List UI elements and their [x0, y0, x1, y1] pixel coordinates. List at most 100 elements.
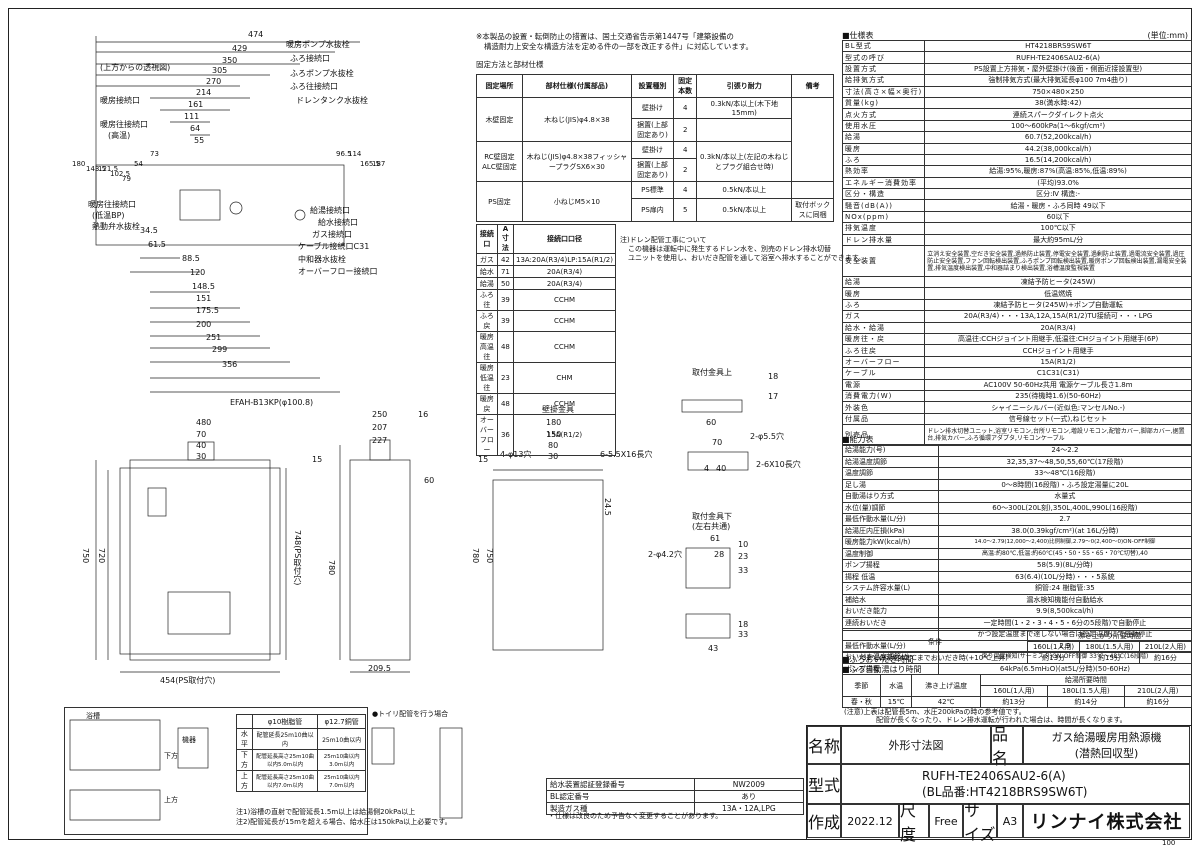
table-row: 最低作動水量(L/分)2.7	[842, 513, 1193, 526]
technical-drawing	[69, 36, 749, 821]
ld-148: 148.5	[192, 282, 215, 291]
ld-34: 34.5	[140, 226, 158, 235]
ld-61: 61.5	[148, 240, 166, 249]
dim-64: 64	[190, 124, 201, 133]
product-name: ガス給湯暖房用熱源機 (潜熱回収型)	[1023, 726, 1190, 764]
dim-474: 474	[248, 30, 264, 39]
label-overflow-conn: オーバーフロー接続口	[298, 267, 378, 276]
front-sub-70: 70	[196, 430, 207, 439]
side-780: 780	[327, 560, 336, 576]
label-heating-supply-low: 暖房往接続口	[88, 200, 136, 209]
dim-214: 214	[196, 88, 212, 97]
left-dim-79: 79	[122, 175, 131, 183]
fix-head: 引張り耐力	[696, 74, 793, 98]
front-height-748: 748(PS取付穴)	[293, 530, 302, 586]
fix-head: 部材仕様(付属部品)	[521, 74, 632, 98]
table-row: 暖房往・戻高温往:CCHジョイント用継手,低温往:CHジョイント用継手(6P)	[841, 332, 1192, 346]
created-label: 作成	[807, 804, 841, 838]
table-row: 安全装置立消え安全装置,空だき安全装置,過熱防止装置,停電安全装置,過剰防止装置…	[841, 245, 1192, 278]
table-row: 暖房低温燃焼	[841, 287, 1192, 300]
model-label: 型式	[807, 764, 841, 804]
bracket-top-title: 取付金具上	[692, 368, 732, 377]
label-heating-supply: 暖房往接続口	[100, 120, 148, 129]
front-height-720: 720	[97, 548, 106, 564]
fix-head: 固定本数	[673, 74, 698, 98]
label-cable-conn: ケーブル接続口C31	[298, 242, 370, 251]
label-water-supply-conn: 給水接続口	[318, 218, 358, 227]
bb-33a: 33	[738, 566, 749, 575]
ld-251: 251	[206, 333, 222, 342]
dim-111: 111	[184, 112, 200, 121]
side-depth: 60	[424, 476, 435, 485]
pipe-note-1: 注1)浴槽の直射で配管延長1.5m以上は給湯側20kPa以上	[236, 808, 416, 816]
fill-note-2: 配管が長くなったり、ドレン排水運転が行われた場合は、時間が長くなります。	[876, 716, 1127, 724]
bt-slots: 2-6X10長穴	[756, 460, 801, 469]
side-207: 207	[372, 423, 388, 432]
label-high-temp: (高温)	[108, 131, 131, 140]
title-block: 名称 外形寸法図 品名 ガス給湯暖房用熱源機 (潜熱回収型) 型式 RUFH-T…	[806, 725, 1192, 844]
ld-175: 175.5	[196, 306, 219, 315]
label-heating-connection: 暖房接続口	[100, 96, 140, 105]
table-row: 点火方式連続スパークダイレクト点火	[841, 108, 1192, 121]
right-dim-187: 187	[372, 160, 386, 168]
left-dim-54: 54	[134, 160, 143, 168]
bb-43: 43	[708, 644, 719, 653]
table-row: 騒音(dB(A))給湯・暖房・ふろ同時 49以下	[841, 199, 1192, 212]
dim-305: 305	[212, 66, 228, 75]
front-width: 480	[196, 418, 212, 427]
table-row: 付属品信号線セット(一式),ねじセット	[841, 412, 1192, 426]
down-label: 下方	[164, 752, 178, 760]
table-row: 自動湯はり方式水量式	[842, 490, 1193, 503]
side-16: 16	[418, 410, 429, 419]
scale-value: Free	[929, 804, 963, 838]
front-bottom: 454(PS取付穴)	[160, 676, 216, 685]
bracket-bottom-sub: (左右共通)	[692, 522, 731, 531]
table-row: 熱効率給湯:95%,暖房:87%(高温:85%,低温:89%)	[841, 165, 1192, 178]
bb-28: 28	[714, 550, 725, 559]
wall-780: 780	[471, 548, 480, 564]
label-heating-pump-drain: 暖房ポンプ水抜栓	[286, 40, 350, 49]
table-row: 寸法(高さ×幅×奥行)750×480×250	[841, 85, 1192, 98]
bt-40: 40	[716, 464, 727, 473]
label-neutralizer-drain: 中和器水抜栓	[298, 255, 346, 264]
left-dim-102: 102.5	[110, 170, 131, 178]
left-dim-73: 73	[150, 150, 159, 158]
wall-30: 30	[548, 452, 559, 461]
bt-18: 18	[768, 372, 779, 381]
bb-61: 61	[710, 534, 721, 543]
table-row: 給湯能力(号)24〜2.2	[842, 444, 1193, 457]
table-row: 据置(上部固定あり) 2	[477, 118, 834, 142]
bb-33b: 33	[738, 630, 749, 639]
table-row: RC壁固定ALC壁固定 木ねじ(JIS)φ4.8×38フィッシャープラグSX6×…	[476, 141, 834, 182]
bt-70: 70	[712, 438, 723, 447]
model-value: RUFH-TE2406SAU2-6(A) (BL品番:HT4218BRS9SW6…	[841, 764, 1190, 804]
label-low-temp: (低温BP)	[92, 211, 125, 220]
bl-note: ・仕様は改良のため予告なく変更することがあります。	[548, 812, 723, 820]
fill-title: ■ふろ自動湯はり時間	[842, 665, 922, 674]
installation-notes: ※本製品の設置・転倒防止の措置は、国土交通省告示第1447号「建築設備の 構造耐…	[476, 32, 836, 70]
unit-label: 機器	[182, 736, 196, 744]
dim-350: 350	[222, 56, 238, 65]
table-row: 温度制御高温:約80℃,低温:約60℃(45・50・55・65・70℃切替),4…	[842, 547, 1193, 560]
product-name-label: 品名	[991, 725, 1023, 768]
label-drain-tank-drain: ドレンタンク水抜栓	[296, 96, 368, 105]
wall-24: 24.5	[603, 498, 612, 516]
bt-4: 4	[704, 464, 710, 473]
spec-header: ■仕様表 (単位:mm)	[842, 30, 1192, 41]
table-row: 補給水漏水検知機能付自動給水	[842, 593, 1193, 606]
